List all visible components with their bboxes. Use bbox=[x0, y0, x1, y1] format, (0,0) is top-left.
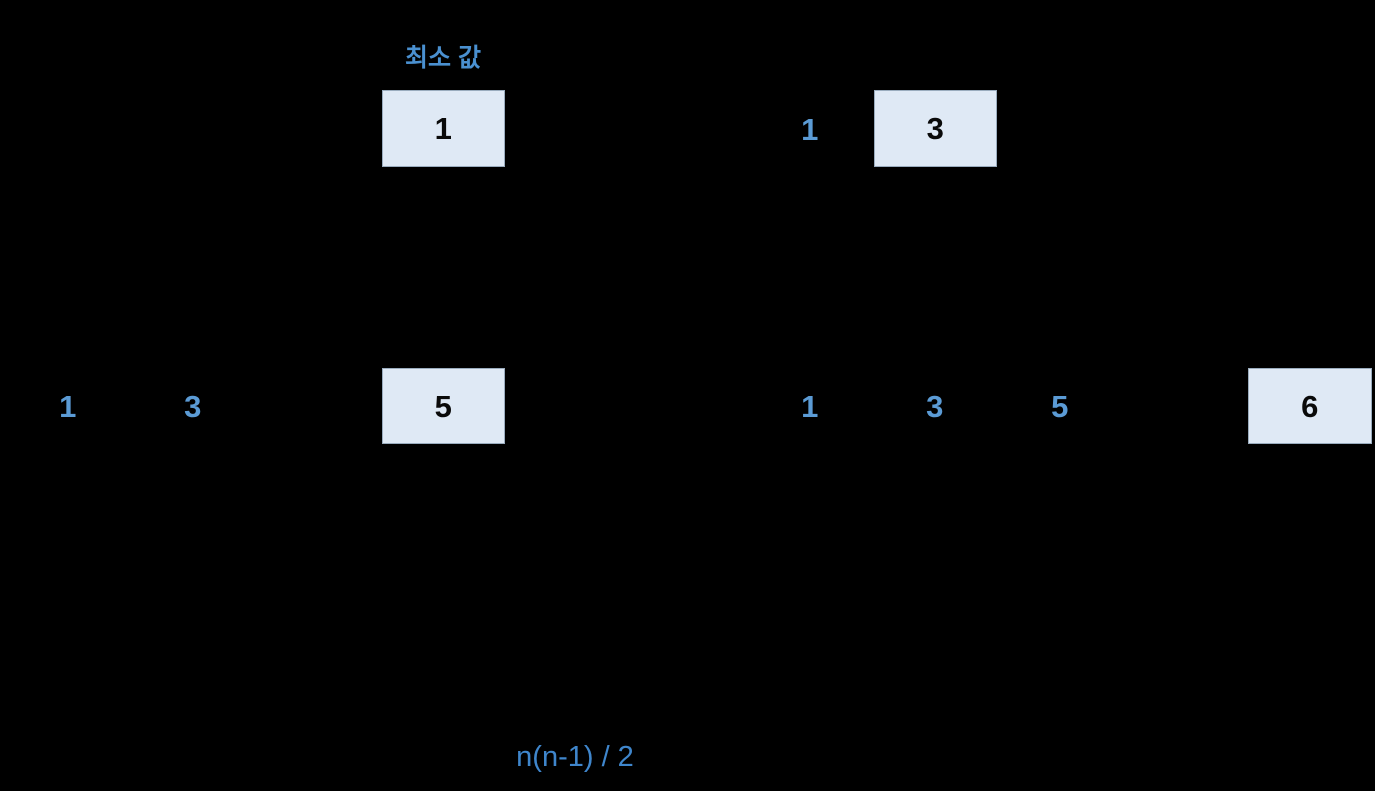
row2-left-boxed-value[interactable]: 5 bbox=[382, 368, 505, 444]
row2-right-value-1: 1 bbox=[801, 388, 819, 424]
row1-right-boxed-value[interactable]: 3 bbox=[874, 90, 997, 167]
complexity-formula: n(n-1) / 2 bbox=[516, 741, 634, 773]
row2-right-value-3: 5 bbox=[1051, 388, 1069, 424]
row2-right-value-2: 3 bbox=[926, 388, 944, 424]
row2-left-value-2: 3 bbox=[184, 388, 202, 424]
row2-right-boxed-value[interactable]: 6 bbox=[1248, 368, 1372, 444]
min-value-label: 최소 값 bbox=[405, 44, 481, 72]
row1-right-value-1: 1 bbox=[801, 111, 819, 147]
row1-left-boxed-value[interactable]: 1 bbox=[382, 90, 505, 167]
row2-left-value-1: 1 bbox=[59, 388, 77, 424]
